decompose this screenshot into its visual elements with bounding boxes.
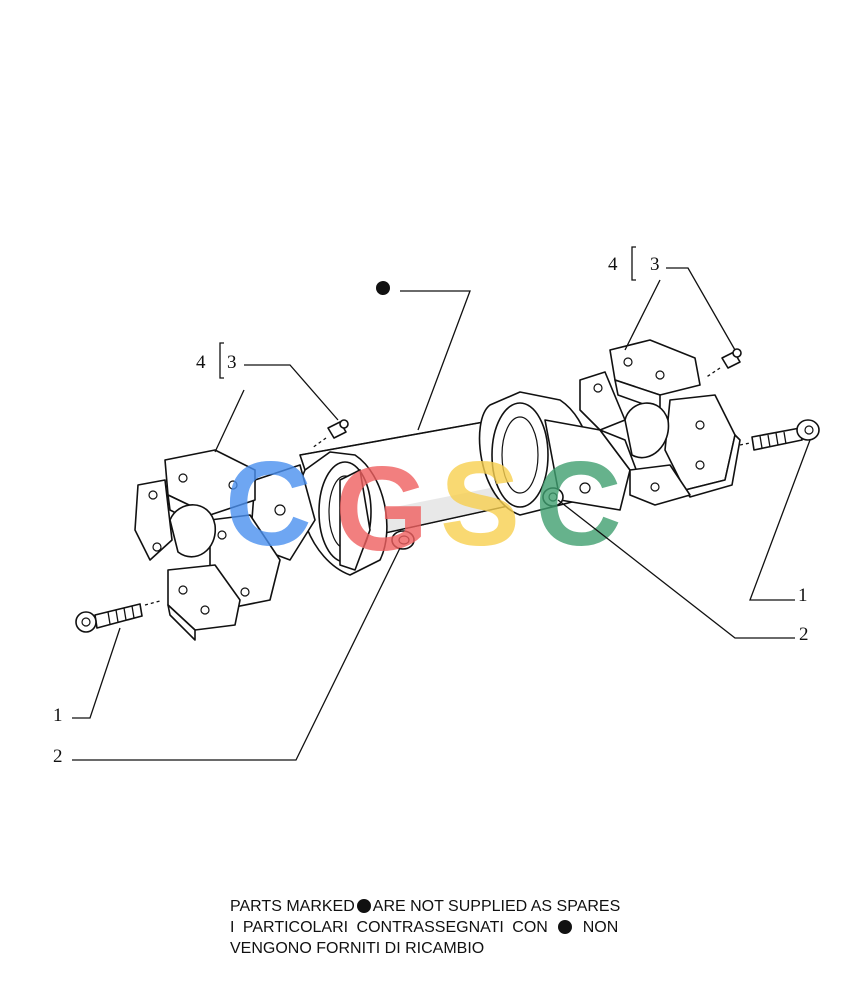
left-bolt [75,600,161,633]
watermark-letter-s: S [440,437,520,571]
footnote-line-2b: NON [582,919,619,936]
right-grease-nipple [704,348,742,379]
footnote-line-3: VENGONO FORNITI DI RICAMBIO [230,940,485,957]
footnote: PARTS MARKED ARE NOT SUPPLIED AS SPARES I… [230,896,790,959]
label-right-3: 3 [650,254,660,275]
label-right-4: 4 [608,254,618,275]
right-yoke [544,419,641,511]
watermark-letter-c1: C [225,437,312,571]
footnote-line-1a: PARTS MARKED [230,898,355,915]
label-left-4: 4 [196,352,206,373]
label-left-2: 2 [53,746,63,767]
right-bolt [739,419,820,451]
label-left-3: 3 [227,352,237,373]
watermark-letter-g: G [335,442,428,576]
footnote-line-1: PARTS MARKED ARE NOT SUPPLIED AS SPARES [230,896,790,917]
shaft-grease-nipple-left [391,530,415,550]
not-supplied-dot-icon [356,899,371,913]
watermark-letter-c2: C [535,437,622,571]
footnote-line-2: I PARTICOLARI CONTRASSEGNATI CON NON [230,917,790,938]
left-universal-joint [134,449,281,641]
label-left-1: 1 [53,705,63,726]
not-supplied-marker [376,281,390,295]
label-right-1: 1 [798,585,808,606]
label-right-2: 2 [799,624,809,645]
footnote-line-2a: I PARTICOLARI CONTRASSEGNATI CON [230,919,548,936]
not-supplied-dot-icon-2 [558,920,573,934]
footnote-line-1b: ARE NOT SUPPLIED AS SPARES [372,898,621,915]
left-yoke [249,464,371,571]
callouts: 4 3 4 3 1 2 1 2 [53,246,811,767]
watermark: C G S C [225,437,622,576]
right-universal-joint [579,339,741,506]
left-grease-nipple [311,419,349,449]
shaft-grease-nipple-right [542,487,564,507]
